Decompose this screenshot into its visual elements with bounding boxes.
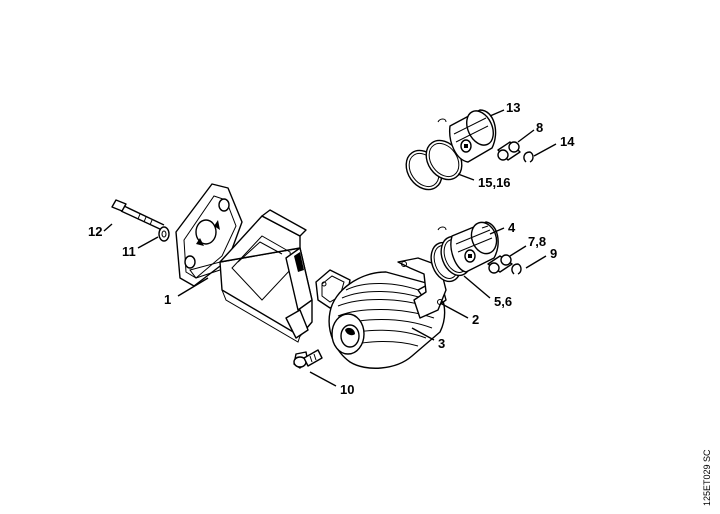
part-9-circlip xyxy=(511,263,522,275)
callout-labels: 12 11 1 2 3 10 4 5,6 7,8 9 13 8 14 15,16 xyxy=(88,100,575,397)
part-14-circlip xyxy=(523,151,534,163)
part-11-washer xyxy=(158,226,170,242)
part-8-pin xyxy=(497,141,521,161)
label-14: 14 xyxy=(560,134,575,149)
drawing-code: 125ET029 SC xyxy=(702,449,712,506)
label-3: 3 xyxy=(438,336,445,351)
label-10: 10 xyxy=(340,382,354,397)
part-10-screw xyxy=(293,349,323,369)
label-7-8: 7,8 xyxy=(528,234,546,249)
part-12-bolt xyxy=(111,199,165,231)
leader-lines xyxy=(103,109,557,387)
label-8: 8 xyxy=(536,120,543,135)
label-1: 1 xyxy=(164,292,171,307)
label-13: 13 xyxy=(506,100,520,115)
label-5-6: 5,6 xyxy=(494,294,512,309)
part-13-piston xyxy=(449,109,497,163)
label-15-16: 15,16 xyxy=(478,175,511,190)
label-12: 12 xyxy=(88,224,102,239)
part-3-cylinder xyxy=(328,271,447,369)
label-11: 11 xyxy=(122,244,136,259)
label-2: 2 xyxy=(472,312,479,327)
part-1-manifold xyxy=(175,183,351,343)
label-4: 4 xyxy=(508,220,516,235)
part-7-8-pin xyxy=(487,254,513,274)
part-4-piston xyxy=(450,221,499,273)
label-9: 9 xyxy=(550,246,557,261)
